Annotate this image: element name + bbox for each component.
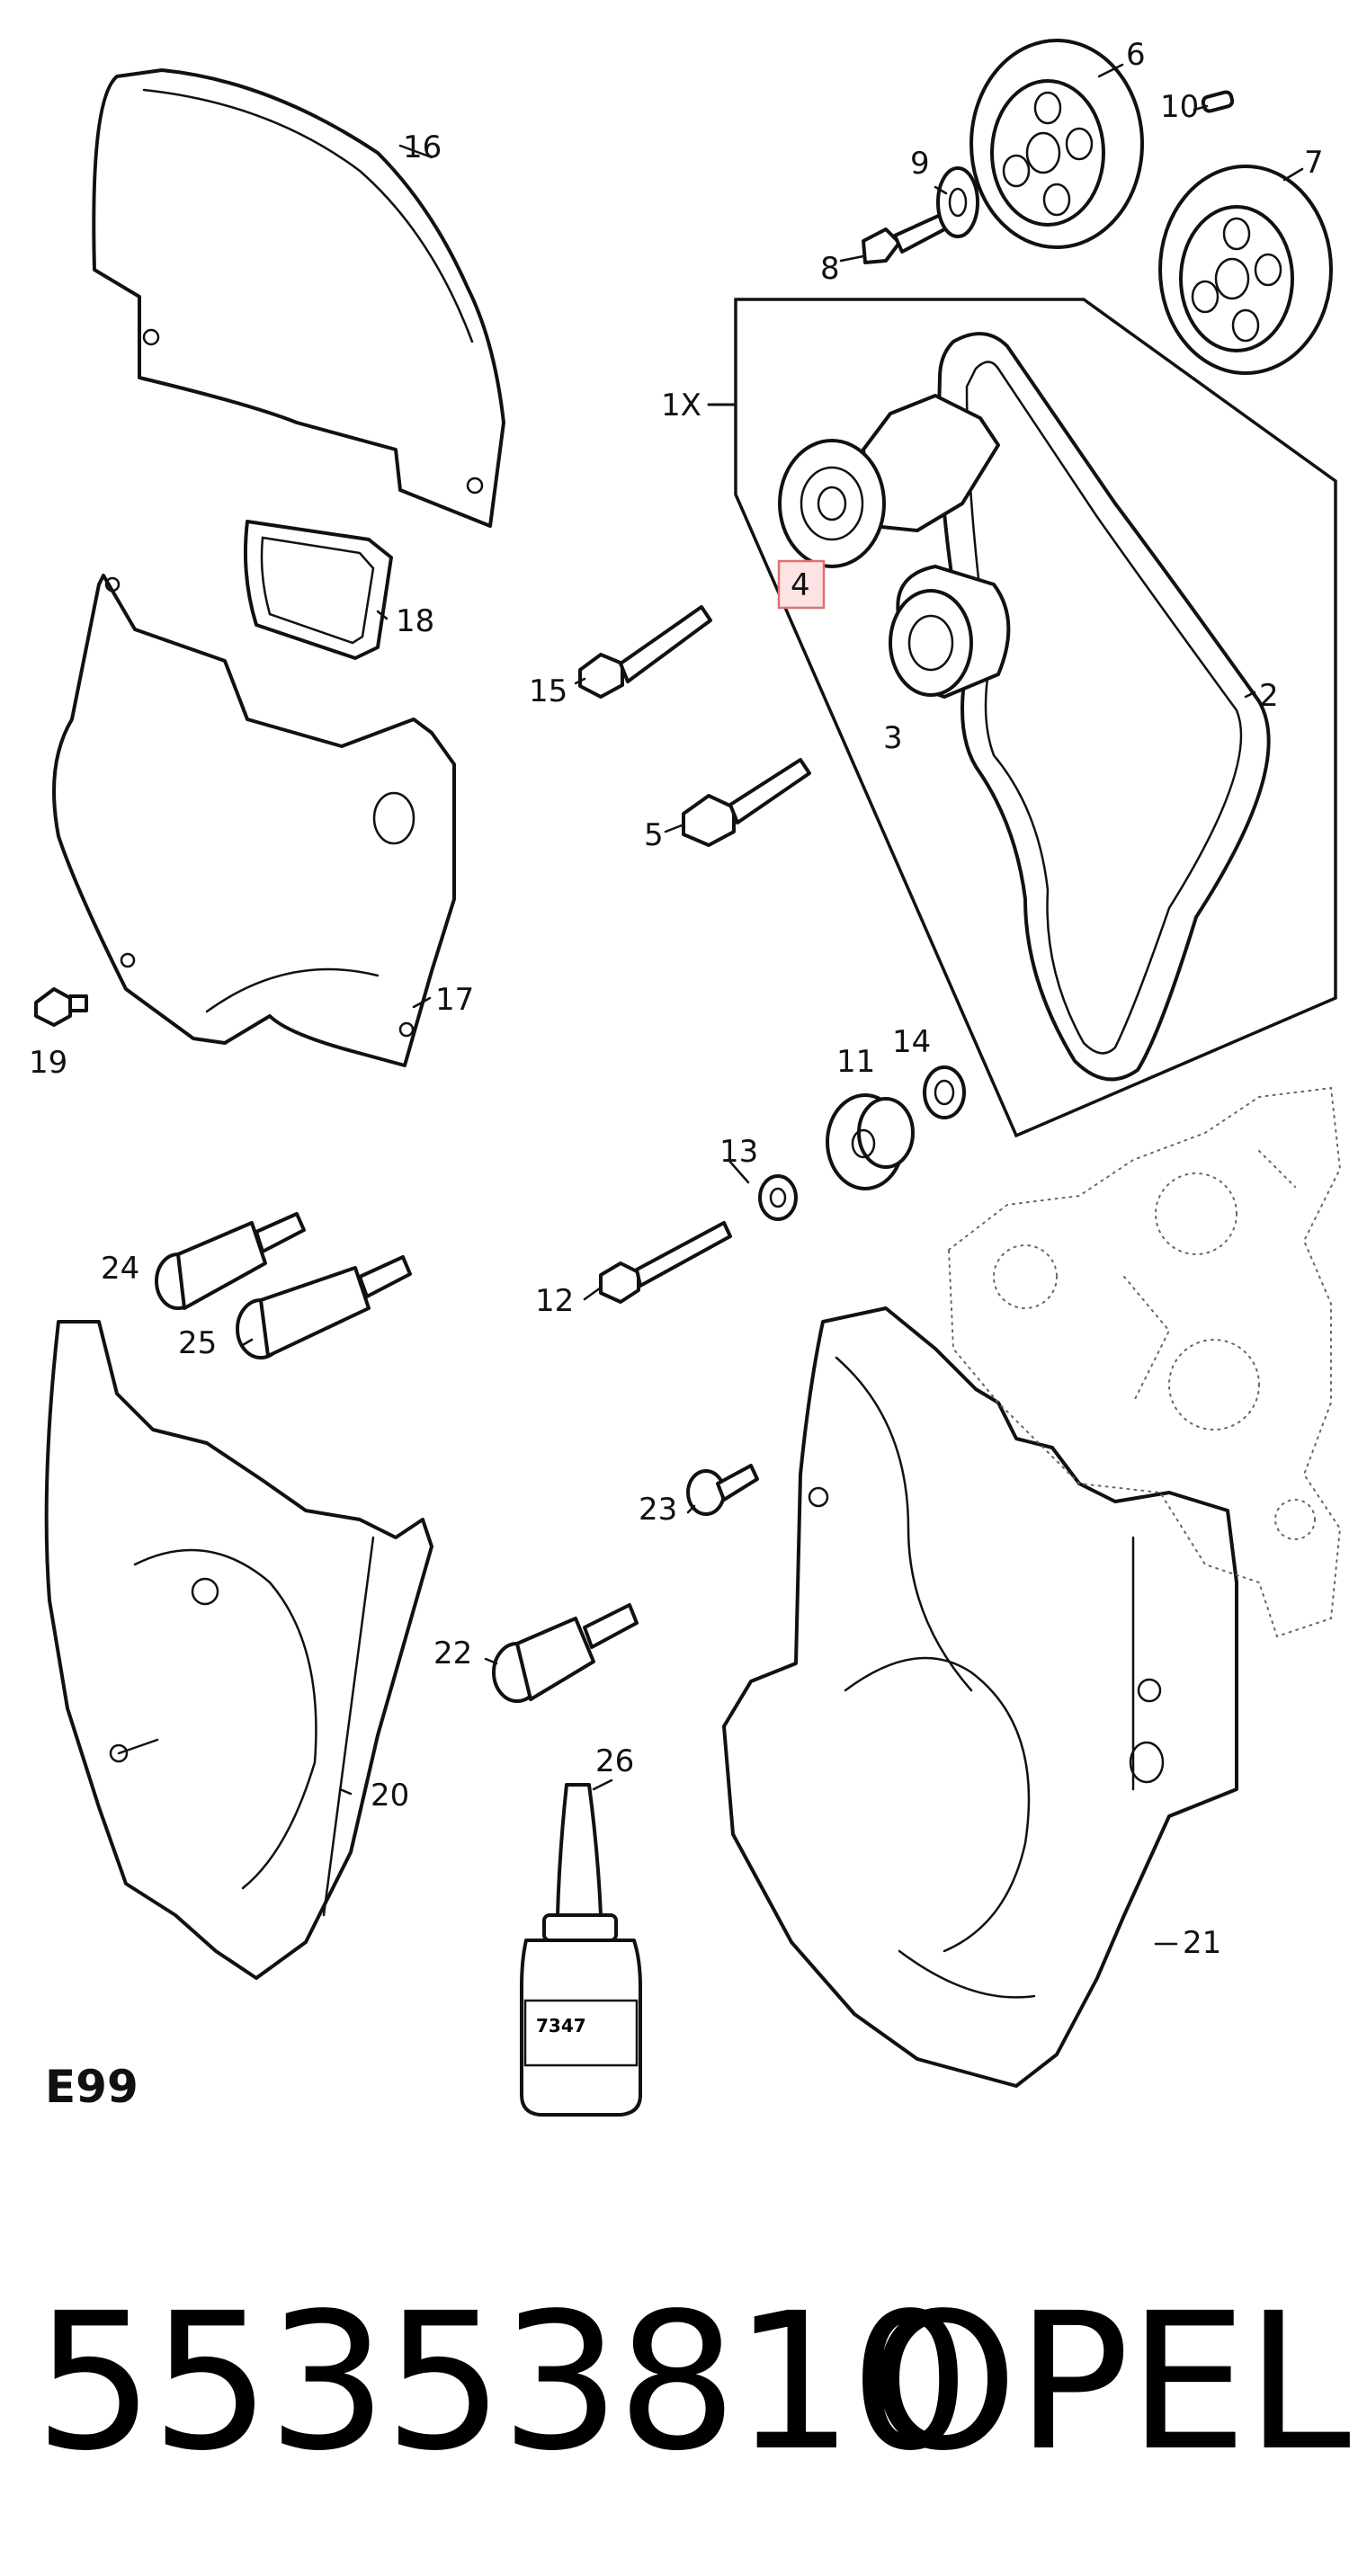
callout-9: 9 xyxy=(910,146,930,182)
callout-7: 7 xyxy=(1304,145,1324,181)
part-16-upper-timing-cover xyxy=(92,68,505,528)
callout-18: 18 xyxy=(396,603,434,639)
part-23-screw xyxy=(686,1464,759,1516)
callout-24: 24 xyxy=(101,1251,139,1287)
callout-6: 6 xyxy=(1126,37,1146,73)
part-20-lower-timing-cover xyxy=(44,1320,433,1980)
part-14-spacer xyxy=(923,1065,966,1119)
part-10-dowel-pin xyxy=(1201,90,1235,113)
callout-10: 10 xyxy=(1160,89,1199,125)
callout-19: 19 xyxy=(29,1045,67,1081)
callout-2: 2 xyxy=(1259,678,1279,714)
callout-23: 23 xyxy=(639,1492,677,1528)
callout-22: 22 xyxy=(433,1636,472,1671)
callout-13: 13 xyxy=(719,1134,758,1170)
callout-3: 3 xyxy=(883,720,903,756)
callout-14: 14 xyxy=(892,1024,931,1060)
part-12-bolt xyxy=(599,1221,732,1304)
part-26-adhesive-bottle: 7347 xyxy=(520,1783,642,2117)
callout-4-highlight xyxy=(777,559,826,610)
engine-block-outline xyxy=(947,1086,1342,1638)
footer: 55353810 OPEL xyxy=(0,2275,1367,2491)
kit-1x-frame xyxy=(707,298,1337,1138)
callout-20: 20 xyxy=(371,1778,409,1814)
part-8-bolt xyxy=(862,212,952,264)
part-15-bolt xyxy=(578,605,712,699)
section-code: E99 xyxy=(45,2061,138,2113)
callout-26: 26 xyxy=(595,1743,634,1779)
callout-16: 16 xyxy=(403,129,442,165)
callout-25: 25 xyxy=(178,1325,217,1361)
part-6-camshaft-sprocket xyxy=(969,39,1144,249)
leader-lines xyxy=(239,63,1304,1946)
part-25-spacer-bolt xyxy=(236,1255,412,1359)
part-21-lower-timing-cover xyxy=(722,1306,1238,2088)
callout-17: 17 xyxy=(435,982,474,1018)
callout-11: 11 xyxy=(836,1044,875,1080)
part-11-crank-sprocket xyxy=(826,1093,915,1190)
callout-15: 15 xyxy=(529,673,567,709)
group-label-1x: 1X xyxy=(661,388,701,423)
part-number: 55353810 xyxy=(34,2272,970,2492)
callout-12: 12 xyxy=(535,1283,574,1319)
callout-4: 4 xyxy=(791,567,810,603)
part-22-stud xyxy=(492,1603,639,1703)
callout-21: 21 xyxy=(1183,1925,1221,1961)
part-3-idler-pulley xyxy=(889,565,1011,699)
part-9-washer xyxy=(936,166,979,238)
part-4-tensioner xyxy=(778,394,1000,568)
part-13-washer xyxy=(758,1174,798,1221)
bottle-label: 7347 xyxy=(536,2015,586,2037)
part-19-bolt xyxy=(34,987,88,1027)
part-18-gasket xyxy=(243,520,393,660)
part-17-rear-timing-cover xyxy=(52,574,456,1067)
callouts: 16 6 10 9 7 8 18 4 15 3 2 5 17 19 11 14 … xyxy=(29,37,1324,2113)
part-5-bolt xyxy=(682,758,811,847)
exploded-parts-diagram: 7347 xyxy=(29,37,1342,2117)
callout-5: 5 xyxy=(644,817,664,853)
part-7-camshaft-sprocket xyxy=(1158,165,1333,375)
brand-name: OPEL xyxy=(869,2272,1351,2492)
part-24-spacer-bolt xyxy=(155,1212,306,1310)
callout-8: 8 xyxy=(820,251,840,287)
